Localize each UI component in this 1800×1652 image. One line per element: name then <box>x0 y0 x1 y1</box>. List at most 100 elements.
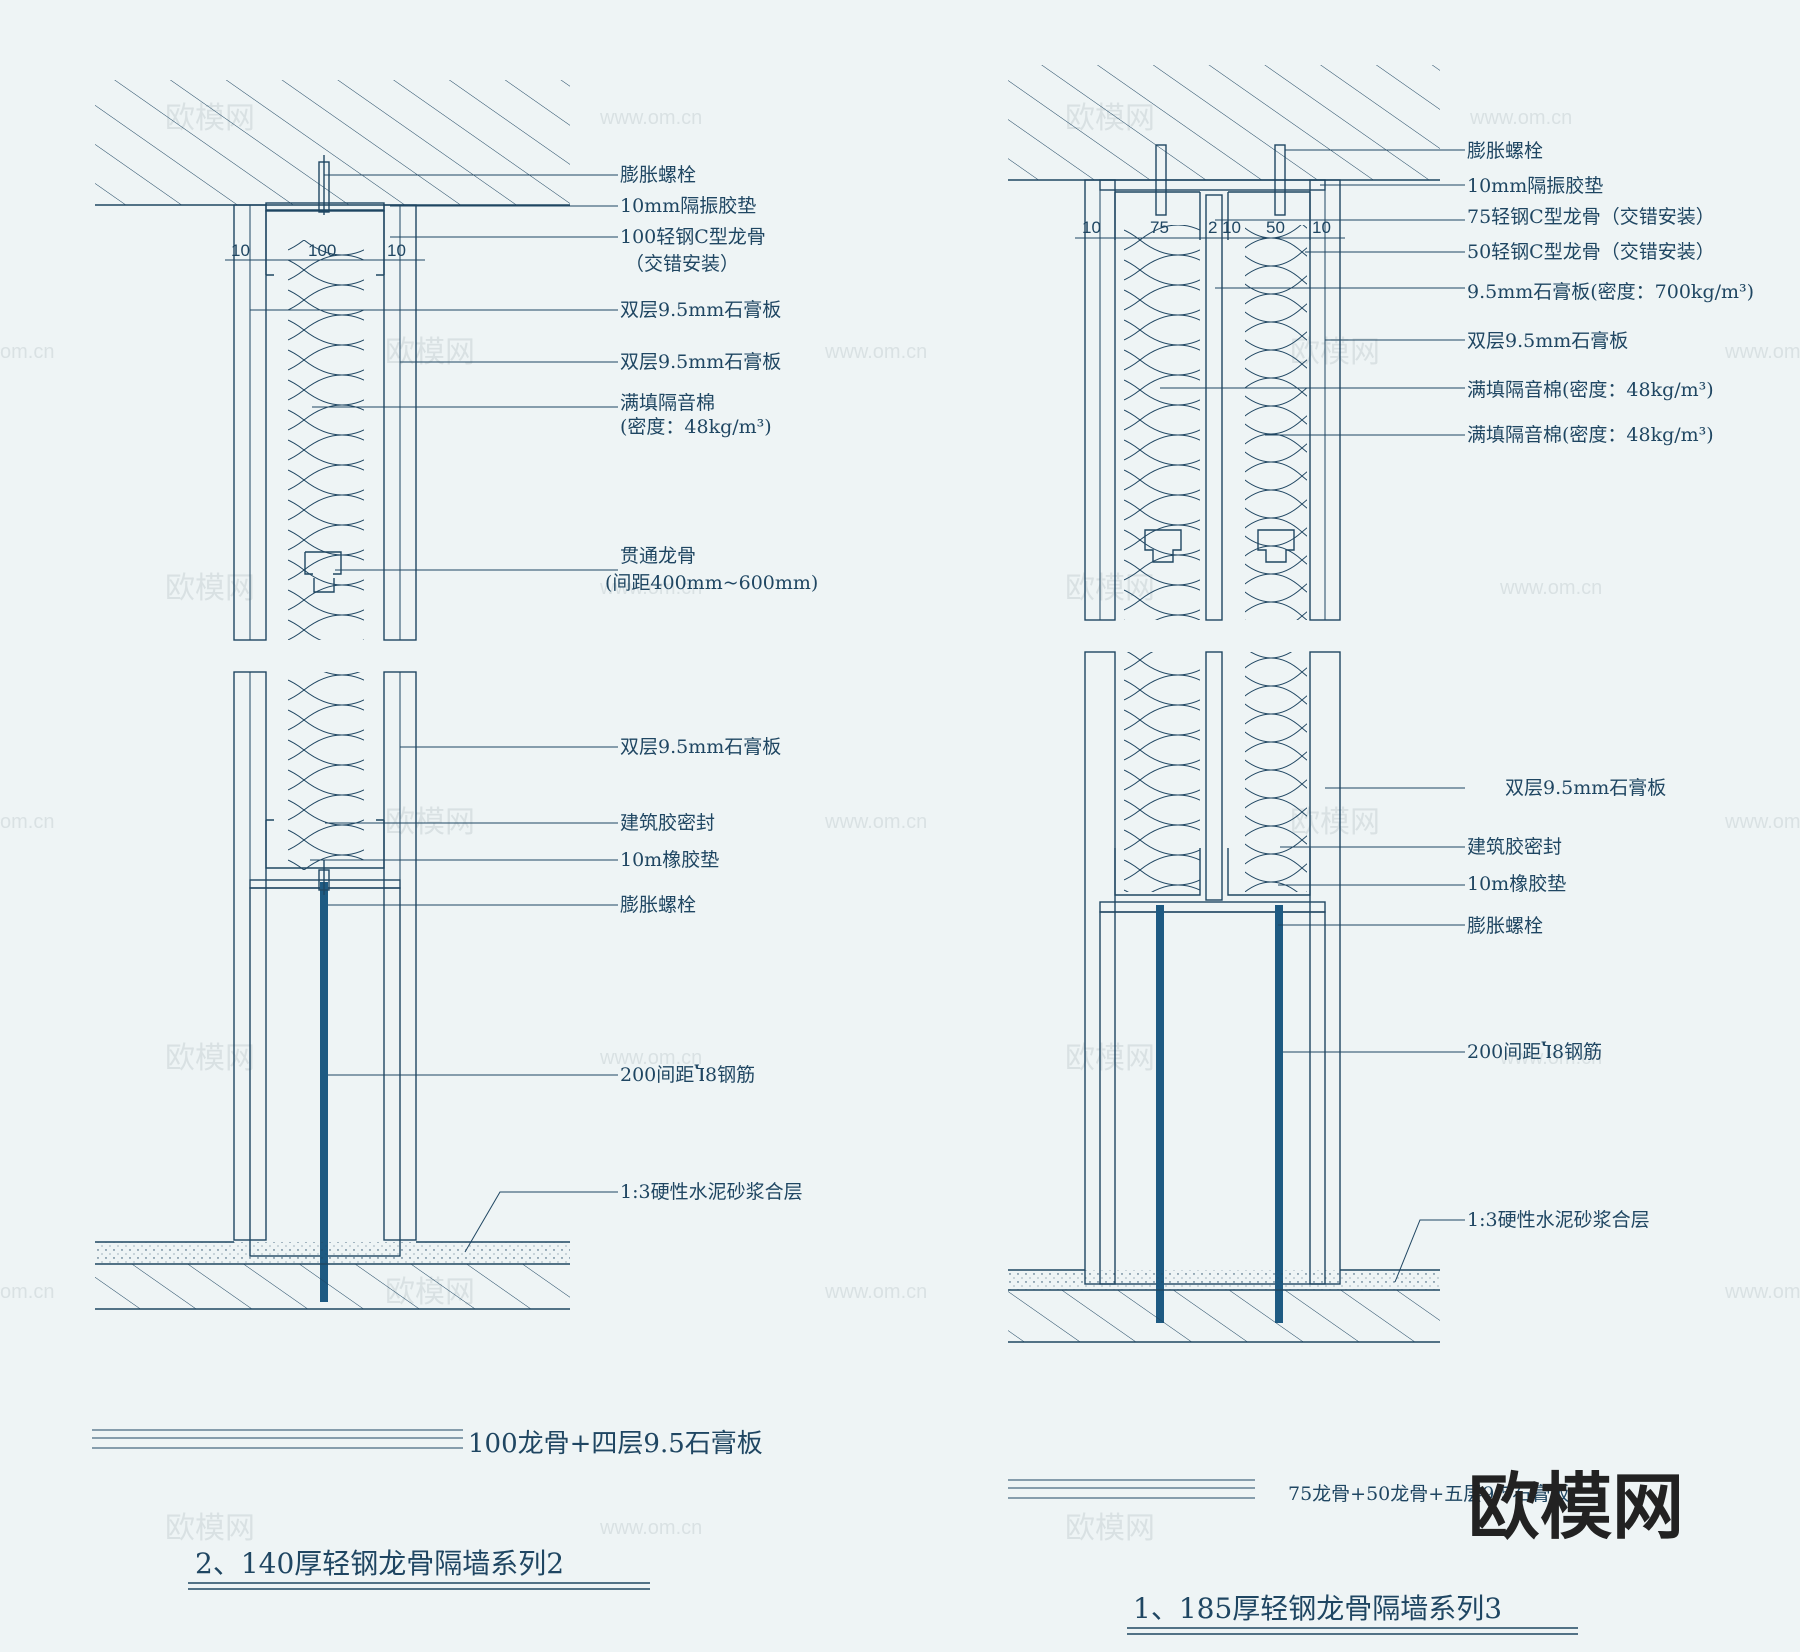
gypsum-board-middle <box>1205 194 1223 621</box>
sound-insulation-wool-lower <box>288 672 364 870</box>
watermark-url: www.om.cn <box>599 1047 702 1069</box>
wool-50 <box>1245 225 1307 620</box>
left-detail: 10 100 10 膨胀螺栓 10mm隔振胶垫 100轻钢C型龙骨 （交错安装）… <box>92 80 818 1590</box>
watermarks: 欧模网 www.om.cn 欧模网 www.om.cn om.cn 欧模网 ww… <box>0 101 1800 1546</box>
label-c-stud: 100轻钢C型龙骨 <box>620 226 766 248</box>
expansion-bolt-bottom <box>318 860 330 895</box>
r-label-rebar: 200间距Ⴈ8钢筋 <box>1467 1041 1602 1063</box>
isolation-pad-top-right <box>1099 179 1326 191</box>
expansion-bolts-top-right <box>1155 144 1286 216</box>
wool-75-lower <box>1124 652 1200 892</box>
rubber-pad-right <box>1099 901 1326 913</box>
rebar-right <box>1275 905 1283 1323</box>
mortar-layer-right <box>1008 1270 1440 1290</box>
right-subtitle: 75龙骨+50龙骨+五层9.5石膏板 <box>1288 1482 1569 1505</box>
floor-slab-right <box>1008 1290 1440 1342</box>
gypsum-board-middle-lower <box>1205 651 1223 901</box>
label-through-channel: 贯通龙骨 <box>620 545 696 567</box>
c-studs-bottom-right <box>1114 848 1311 896</box>
r-label-mortar: 1:3硬性水泥砂浆合层 <box>1467 1209 1650 1231</box>
right-title: 1、185厚轻钢龙骨隔墙系列3 <box>1133 1592 1502 1625</box>
floor-slab <box>95 1264 570 1309</box>
watermark-cn: 欧模网 <box>1065 1511 1155 1546</box>
watermark-url: om.cn <box>0 811 54 833</box>
r-label-board-double: 双层9.5mm石膏板 <box>1467 329 1628 352</box>
label-rebar: 200间距Ⴈ8钢筋 <box>620 1064 755 1086</box>
label-sealant: 建筑胶密封 <box>620 812 715 834</box>
label-bolt-bottom: 膨胀螺栓 <box>620 894 696 916</box>
r-label-stud50: 50轻钢C型龙骨（交错安装） <box>1467 241 1715 263</box>
watermark-url: www.om.cn <box>1499 577 1602 599</box>
dim-r4: 10 <box>1222 218 1241 237</box>
watermark-url: www.om.cn <box>824 1281 927 1303</box>
mortar-layer <box>95 1242 570 1264</box>
r-label-sealant: 建筑胶密封 <box>1467 836 1562 858</box>
right-subtitle-lines <box>1008 1479 1255 1499</box>
label-bolt-top: 膨胀螺栓 <box>620 164 696 186</box>
channel-50 <box>1257 529 1295 563</box>
through-channel <box>304 551 342 593</box>
left-leaders <box>250 174 618 1253</box>
left-subtitle: 100龙骨+四层9.5石膏板 <box>468 1429 763 1459</box>
r-label-bolt-top: 膨胀螺栓 <box>1467 140 1543 162</box>
r-label-board-single: 9.5mm石膏板(密度：700kg/m³) <box>1467 280 1754 303</box>
dim-right-board: 10 <box>387 241 406 260</box>
r-label-pad-bottom: 10m橡胶垫 <box>1467 873 1566 895</box>
label-isolation-pad: 10mm隔振胶垫 <box>620 195 756 217</box>
right-detail: 10 75 2 10 50 10 膨胀螺栓 10mm隔振胶垫 75轻钢C型龙骨（… <box>1008 65 1754 1635</box>
watermark-url: www.om.cn <box>599 107 702 129</box>
c-studs-top-right <box>1114 191 1311 240</box>
dim-r5: 50 <box>1266 218 1285 237</box>
watermark-cn: 欧模网 <box>165 1041 255 1076</box>
r-label-pad-top: 10mm隔振胶垫 <box>1467 175 1603 197</box>
dim-r1: 10 <box>1082 218 1101 237</box>
r-label-stud75: 75轻钢C型龙骨（交错安装） <box>1467 206 1715 228</box>
r-label-board-double2: 双层9.5mm石膏板 <box>1505 776 1666 799</box>
dim-left-board: 10 <box>231 241 250 260</box>
dim-r6: 10 <box>1312 218 1331 237</box>
expansion-bolt-top <box>318 155 330 215</box>
watermark-url: om.cn <box>0 1281 54 1303</box>
c-stud-top <box>265 209 385 276</box>
label-board-c: 双层9.5mm石膏板 <box>620 735 781 758</box>
watermark-cn: 欧模网 <box>165 1511 255 1546</box>
left-title: 2、140厚轻钢龙骨隔墙系列2 <box>195 1547 564 1580</box>
wool-75 <box>1124 225 1200 620</box>
c-stud-bottom <box>265 819 385 869</box>
channel-75 <box>1144 529 1182 563</box>
label-board-a: 双层9.5mm石膏板 <box>620 298 781 321</box>
brand-logo: 欧模网 <box>1468 1465 1684 1549</box>
r-label-wool-a: 满填隔音棉(密度：48kg/m³) <box>1467 379 1714 401</box>
watermark-url: www.om.cn <box>1724 1281 1800 1303</box>
r-label-wool-b: 满填隔音棉(密度：48kg/m³) <box>1467 424 1714 446</box>
watermark-cn: 欧模网 <box>385 335 475 370</box>
watermark-url: www.om.cn <box>824 811 927 833</box>
concrete-curb-right <box>1099 911 1326 1285</box>
rebar-left <box>1156 905 1164 1323</box>
label-wool: 满填隔音棉 <box>620 392 715 414</box>
label-channel-spacing: (间距400mm~600mm) <box>605 572 818 594</box>
label-board-b: 双层9.5mm石膏板 <box>620 350 781 373</box>
r-label-bolt-bottom: 膨胀螺栓 <box>1467 915 1543 937</box>
label-mortar: 1:3硬性水泥砂浆合层 <box>620 1181 803 1203</box>
watermark-url: www.om.cn <box>824 341 927 363</box>
watermark-url: www.om.cn <box>599 577 702 599</box>
sound-insulation-wool <box>288 240 364 640</box>
watermark-url: www.om.cn <box>599 1517 702 1539</box>
dim-stud: 100 <box>308 241 336 260</box>
watermark-url: om.cn <box>0 341 54 363</box>
dim-r2: 75 <box>1150 218 1169 237</box>
label-wool-density: (密度：48kg/m³) <box>620 416 772 438</box>
left-subtitle-lines <box>92 1429 463 1449</box>
ceiling-slab-right <box>1008 65 1440 180</box>
ceiling-slab <box>95 80 570 205</box>
rebar <box>320 882 328 1302</box>
wool-50-lower <box>1245 652 1307 892</box>
watermark-url: www.om.cn <box>1469 107 1572 129</box>
watermark-cn: 欧模网 <box>165 571 255 606</box>
right-leaders <box>1160 149 1465 1283</box>
label-rubber-pad: 10m橡胶垫 <box>620 849 719 871</box>
isolation-pad-top <box>265 202 385 212</box>
label-c-stud-note: （交错安装） <box>625 253 739 275</box>
